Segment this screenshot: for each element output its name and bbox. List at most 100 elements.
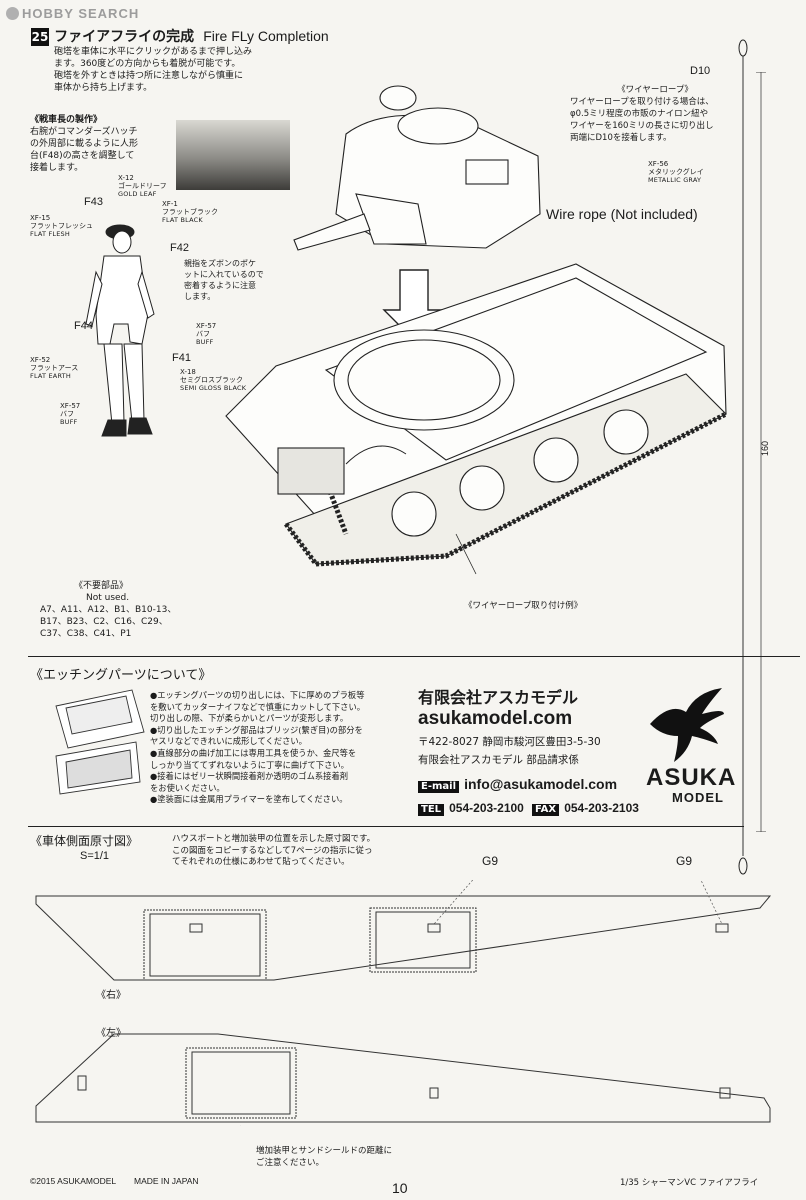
email-label: E-mail xyxy=(418,781,460,793)
instruction-line: 砲塔を車体に水平にクリックがあるまで押し込み xyxy=(54,47,253,57)
paint-name-jp: セミグロスブラック xyxy=(180,376,243,384)
paint-callout: XF-52 フラットアース FLAT EARTH xyxy=(30,356,78,380)
commander-section: 《戦車長の製作》 右腕がコマンダーズハッチ の外周部に載るように人形 台(F48… xyxy=(30,114,190,174)
part-f42-label: F42 xyxy=(170,242,189,254)
wire-rope-diagram xyxy=(738,39,748,875)
divider xyxy=(28,826,744,827)
part-f41-label: F41 xyxy=(172,352,191,364)
paint-name-en: FLAT FLESH xyxy=(30,230,70,238)
caution-line: ご注意ください。 xyxy=(256,1157,325,1168)
company-tel: 054-203-2100 xyxy=(449,801,524,815)
watermark: HOBBY SEARCH xyxy=(22,6,140,21)
commander-photo xyxy=(176,120,290,190)
company-dept: 有限会社アスカモデル 部品請求係 xyxy=(418,754,579,766)
template-scale: S=1/1 xyxy=(80,850,110,862)
phone-row: TEL 054-203-2100 FAX 054-203-2103 xyxy=(418,797,648,816)
paint-callout: XF-15 フラットフレッシュ FLAT FLESH xyxy=(30,214,93,238)
wire-text: ワイヤーを160ミリの長さに切り出し xyxy=(570,121,714,131)
tel-label: TEL xyxy=(418,804,445,816)
paint-name-jp: フラットフレッシュ xyxy=(30,222,93,230)
pocket-note-line: 密着するように注意 xyxy=(184,281,256,290)
paint-name-jp: ゴールドリーフ xyxy=(118,182,167,190)
unused-line: C37、C38、C41、P1 xyxy=(40,629,132,639)
paint-name-en: FLAT BLACK xyxy=(162,216,203,224)
pocket-note: 親指をズボンのポケ ットに入れているので 密着するように注意 します。 xyxy=(184,258,294,302)
commander-text: 台(F48)の高さを調整して xyxy=(30,151,135,161)
paint-name-jp: バフ xyxy=(60,410,74,418)
etching-note: ●接着にはゼリー状瞬間接着剤か透明のゴム系接着剤 xyxy=(150,771,349,782)
commander-heading: 《戦車長の製作》 xyxy=(30,115,103,125)
template-text-line: てそれぞれの仕様にあわせて貼ってください。 xyxy=(172,857,350,867)
wire-heading: 《ワイヤーロープ》 xyxy=(617,85,693,95)
email-row: E-mail info@asukamodel.com xyxy=(418,774,648,793)
etching-note: を敷いてカッターナイフなどで慎重にカットして下さい。 xyxy=(150,701,366,712)
etching-note: ヤスリなどできれいに成形してください。 xyxy=(150,736,307,747)
etching-note: ●エッチングパーツの切り出しには、下に厚めのプラ板等 xyxy=(150,690,365,700)
paint-callout: X-12 ゴールドリーフ GOLD LEAF xyxy=(118,174,167,198)
paint-code: X-12 xyxy=(118,174,134,182)
etching-note: 切り出しの際、下が柔らかいとパーツが変形します。 xyxy=(150,713,349,724)
paint-callout: XF-57 バフ BUFF xyxy=(60,402,80,426)
commander-text: の外周部に載るように人形 xyxy=(30,139,139,149)
part-d10-label: D10 xyxy=(690,65,711,77)
step-title-en: Fire FLy Completion xyxy=(203,28,329,44)
template-text-line: ハウスボートと増加装甲の位置を示した原寸図です。 xyxy=(172,834,376,844)
wire-not-included: Wire rope (Not included) xyxy=(546,206,698,222)
paint-code: XF-56 xyxy=(648,160,669,168)
etching-note: しっかり当ててずれないように丁寧に曲げて下さい。 xyxy=(150,759,349,770)
template-caution: 増加装甲とサンドシールドの距離に ご注意ください。 xyxy=(256,1146,392,1169)
right-side-template xyxy=(35,880,772,981)
unused-line: B17、B23、C2、C16、C29、 xyxy=(40,617,168,627)
wire-text: φ0.5ミリ程度の市販のナイロン紐や xyxy=(570,109,709,119)
fax-label: FAX xyxy=(531,804,560,816)
left-side-template xyxy=(35,1033,771,1126)
unused-line: A7、A11、A12、B1、B10-13、 xyxy=(40,605,177,615)
paint-callout: X-18 セミグロスブラック SEMI GLOSS BLACK xyxy=(180,368,246,392)
step-number: 25 xyxy=(31,28,49,46)
wire-rope-section: 《ワイヤーロープ》 ワイヤーロープを取り付ける場合は、 φ0.5ミリ程度の市販の… xyxy=(570,84,740,144)
pocket-note-line: 親指をズボンのポケ xyxy=(184,259,256,268)
company-url[interactable]: asukamodel.com xyxy=(418,708,573,729)
part-f44-label: F44 xyxy=(74,320,93,332)
paint-code: XF-15 xyxy=(30,214,51,222)
company-email[interactable]: info@asukamodel.com xyxy=(464,776,618,792)
etching-note: ●直線部分の曲げ加工には専用工具を使うか、金尺等を xyxy=(150,747,357,758)
paint-name-en: BUFF xyxy=(196,338,214,346)
paint-name-en: SEMI GLOSS BLACK xyxy=(180,384,247,392)
template-heading: 《車体側面原寸図》 xyxy=(30,834,139,848)
paint-code: X-18 xyxy=(180,368,196,376)
instruction-line: ます。360度どの方向からも着脱が可能です。 xyxy=(54,59,241,69)
unused-parts: 《不要部品》 Not used. A7、A11、A12、B1、B10-13、 B… xyxy=(40,580,230,640)
paint-code: XF-1 xyxy=(162,200,178,208)
step-title-jp: ファイアフライの完成 xyxy=(54,29,195,45)
paint-code: XF-57 xyxy=(60,402,81,410)
instruction-line: 車体から持ち上げます。 xyxy=(54,83,153,93)
wire-text: ワイヤーロープを取り付ける場合は、 xyxy=(570,97,714,107)
commander-text: 接着します。 xyxy=(30,163,84,173)
pocket-note-line: します。 xyxy=(184,292,216,301)
etching-note: をお使いください。 xyxy=(150,782,225,793)
footer-copyright: ©2015 ASUKAMODEL xyxy=(30,1176,117,1186)
page-number: 10 xyxy=(392,1180,408,1196)
etching-heading: 《エッチングパーツについて》 xyxy=(30,668,212,683)
etching-note: ●切り出したエッチング部品はブリッジ(繋ぎ目)の部分を xyxy=(150,724,363,735)
etching-illustration xyxy=(55,689,145,795)
paint-name-jp: フラットブラック xyxy=(162,208,218,216)
paint-code: XF-52 xyxy=(30,356,51,364)
paint-name-en: BUFF xyxy=(60,418,78,426)
paint-name-jp: バフ xyxy=(196,330,210,338)
step-instructions: 砲塔を車体に水平にクリックがあるまで押し込み ます。360度どの方向からも着脱が… xyxy=(54,46,344,94)
template-text-line: この図面をコピーするなどして7ページの指示に従っ xyxy=(172,845,373,856)
dimension-label: 160 xyxy=(760,440,770,456)
paint-name-en: GOLD LEAF xyxy=(118,190,157,198)
left-side-label: 《左》 xyxy=(96,1028,126,1039)
instruction-line: 砲塔を外すときは持つ所に注意しながら慎重に xyxy=(54,71,244,81)
paint-name-en: FLAT EARTH xyxy=(30,372,71,380)
caution-line: 増加装甲とサンドシールドの距離に xyxy=(256,1146,393,1156)
paint-callout: XF-56 メタリックグレイ METALLIC GRAY xyxy=(648,160,704,184)
paint-name-en: METALLIC GRAY xyxy=(648,176,702,184)
part-g9-label: G9 xyxy=(676,854,693,868)
dimension-line xyxy=(756,72,766,832)
step-header: 25 ファイアフライの完成 Fire FLy Completion xyxy=(31,26,329,46)
paint-callout: XF-1 フラットブラック FLAT BLACK xyxy=(162,200,218,224)
